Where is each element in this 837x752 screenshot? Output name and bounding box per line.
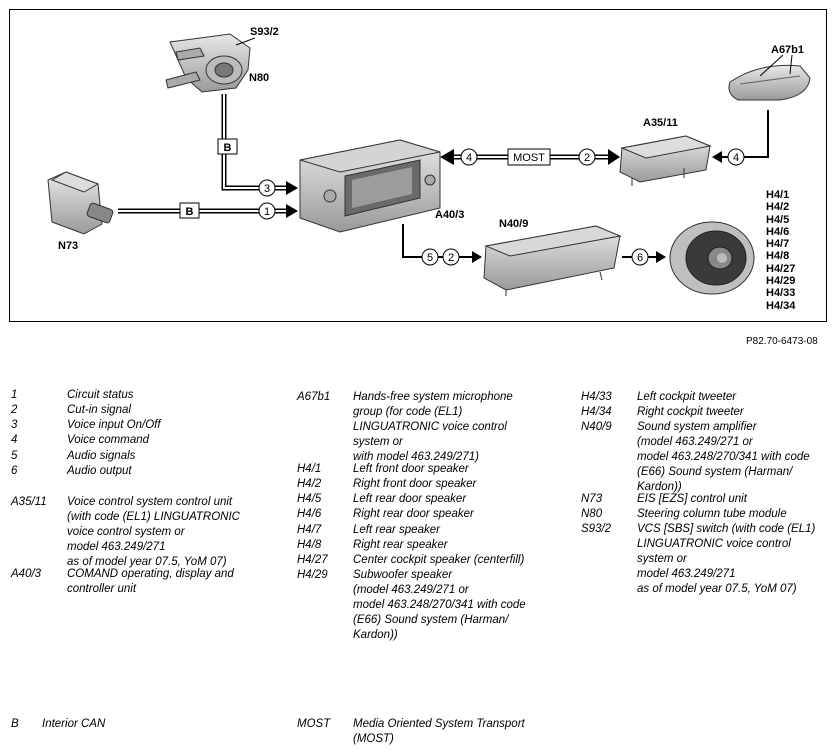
figure-reference-code: P82.70-6473-08: [746, 336, 818, 347]
legend-code-n73: N73: [581, 493, 603, 505]
legend-desc-n73: EIS [EZS] control unit: [637, 493, 747, 505]
legend-desc-n40-9: Sound system amplifier (model 463.249/27…: [637, 421, 810, 493]
signal-3-marker: 3: [264, 183, 270, 195]
legend-desc-s93-2: VCS [SBS] switch (with code (EL1) LINGUA…: [637, 523, 816, 595]
can-bus-box-vertical: [217, 138, 238, 155]
signal-markers: 3 1 4 2 4 5 2 6: [258, 148, 745, 266]
label-s93-2: S93/2: [250, 26, 279, 38]
can-bus-label-1: B: [224, 142, 232, 154]
label-h4-5: H4/5: [766, 213, 790, 226]
most-bus-box: [507, 148, 551, 166]
legend-desc-h4-33: Left cockpit tweeter: [637, 391, 737, 403]
legend-desc-a40-3: COMAND operating, display and controller…: [67, 568, 234, 595]
most-bus-label: MOST: [513, 152, 545, 164]
speaker-labels-list: H4/1 H4/2 H4/5 H4/6 H4/7 H4/8 H4/27 H4/2…: [766, 189, 795, 312]
label-n40-9: N40/9: [499, 218, 529, 230]
legend-desc-3: Voice input On/Off: [67, 419, 161, 431]
legend-code-a35-11: A35/11: [11, 496, 47, 508]
legend-code-n40-9: N40/9: [581, 421, 612, 433]
legend-desc-a35-11: Voice control system control unit (with …: [67, 496, 240, 568]
legend-code-h4-8: H4/8: [297, 539, 322, 551]
signal-2-marker-amp: 2: [448, 252, 454, 264]
steering-column-module-illustration: [165, 33, 256, 93]
legend-code-h4-1: H4/1: [297, 463, 322, 475]
label-h4-7: H4/7: [766, 238, 790, 251]
can-bus-box-horizontal: [179, 202, 200, 219]
legend-code-h4-29: H4/29: [297, 569, 328, 581]
legend-code-a67b1: A67b1: [297, 391, 331, 403]
label-h4-29: H4/29: [766, 275, 796, 288]
legend-code-6: 6: [11, 465, 18, 477]
legend-code-4: 4: [11, 434, 18, 446]
comand-unit-illustration: [299, 139, 441, 233]
diagram-drawing: B B MOST 3 1 4 2 4 5 2 6: [47, 33, 811, 296]
legend-code-h4-34: H4/34: [581, 406, 612, 418]
signal-2-marker-most: 2: [584, 152, 590, 164]
label-h4-27: H4/27: [766, 262, 796, 275]
label-a67b1: A67b1: [771, 44, 805, 56]
signal-1-marker: 1: [264, 206, 270, 218]
legend-code-n80: N80: [581, 508, 603, 520]
signal-5-marker: 5: [427, 252, 433, 264]
label-a35-11: A35/11: [643, 117, 678, 129]
legend-code-h4-33: H4/33: [581, 391, 612, 403]
legend-code-1: 1: [11, 389, 18, 401]
legend-code-s93-2: S93/2: [581, 523, 612, 535]
legend-desc-a67b1: Hands-free system microphone group (for …: [353, 391, 513, 463]
legend-desc-n80: Steering column tube module: [637, 508, 787, 520]
label-h4-34: H4/34: [766, 299, 796, 312]
legend-code-3: 3: [11, 419, 18, 431]
signal-6-marker: 6: [637, 252, 643, 264]
label-h4-2: H4/2: [766, 201, 790, 214]
amplifier-illustration: [483, 225, 622, 296]
legend-code-h4-27: H4/27: [297, 554, 328, 566]
legend-code-h4-5: H4/5: [297, 493, 322, 505]
ignition-switch-illustration: [47, 171, 114, 235]
legend-desc-most: Media Oriented System Transport (MOST): [353, 718, 525, 745]
legend-desc-2: Cut-in signal: [67, 404, 131, 416]
legend-desc-h4-29: Subwoofer speaker (model 463.249/271 or …: [353, 569, 526, 641]
legend-desc-h4-8: Right rear speaker: [353, 539, 448, 551]
signal-4-marker-most: 4: [466, 152, 472, 164]
label-n73: N73: [58, 240, 79, 252]
legend-code-most: MOST: [297, 718, 331, 730]
legend-desc-5: Audio signals: [67, 450, 136, 462]
label-h4-1: H4/1: [766, 189, 790, 201]
microphone-illustration: [728, 54, 811, 101]
label-h4-33: H4/33: [766, 287, 796, 300]
legend-code-2: 2: [11, 404, 18, 416]
legend-code-a40-3: A40/3: [11, 568, 42, 580]
speaker-illustration: [669, 221, 755, 295]
legend-desc-h4-34: Right cockpit tweeter: [637, 406, 744, 418]
voice-control-unit-illustration: [619, 135, 712, 186]
legend-desc-h4-2: Right front door speaker: [353, 478, 477, 490]
label-h4-6: H4/6: [766, 225, 790, 238]
can-bus-label-2: B: [186, 206, 194, 218]
label-h4-8: H4/8: [766, 250, 790, 263]
legend-desc-6: Audio output: [67, 465, 132, 477]
legend-code-h4-2: H4/2: [297, 478, 322, 490]
legend-desc-1: Circuit status: [67, 389, 134, 401]
label-a40-3: A40/3: [435, 209, 465, 221]
legend-code-5: 5: [11, 450, 18, 462]
legend-desc-h4-6: Right rear door speaker: [353, 508, 474, 520]
legend-desc-h4-7: Left rear speaker: [353, 524, 440, 536]
legend-desc-h4-27: Center cockpit speaker (centerfill): [353, 554, 525, 566]
legend-code-h4-7: H4/7: [297, 524, 322, 536]
signal-4-marker-mic: 4: [733, 152, 739, 164]
label-n80: N80: [249, 72, 270, 84]
legend-code-h4-6: H4/6: [297, 508, 322, 520]
legend-desc-4: Voice command: [67, 434, 150, 446]
legend-code-b: B: [11, 718, 19, 730]
legend-desc-b: Interior CAN: [42, 718, 106, 730]
legend-desc-h4-1: Left front door speaker: [353, 463, 469, 475]
legend-desc-h4-5: Left rear door speaker: [353, 493, 467, 505]
